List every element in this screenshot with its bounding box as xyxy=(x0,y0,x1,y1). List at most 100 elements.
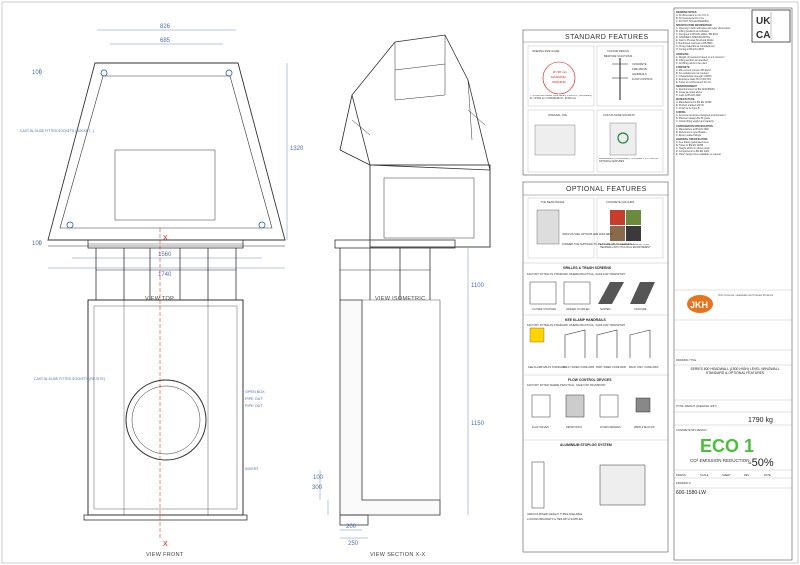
notes-line: C. Epoxy coated fixings xyxy=(676,133,701,137)
flow-item-0: FLAP VALVES xyxy=(532,425,549,429)
optional-features-panel xyxy=(522,181,669,553)
front-note-pipe-out: PIPE OUT xyxy=(245,397,263,401)
section-dim-1150: 1150 xyxy=(471,421,485,427)
flow-title: FLOW CONTROL DEVICES xyxy=(568,378,612,382)
notes-line: B. Lifting anchors as specified xyxy=(676,58,708,62)
eco-value: ECO 1 xyxy=(700,436,754,456)
drawing-title: SERIES 600 HEADWALL (1500 HIGH) LEVEL WI… xyxy=(690,367,780,375)
notes-line: A. Kee Klamp galvanised steel xyxy=(676,140,709,144)
address-fo: JKH Concrete, Headwalls and Precast Prod… xyxy=(718,294,774,297)
notes-line: C. DO NOT SCALE DRAWING xyxy=(676,20,709,24)
colours-note: ON COLOURS AVAILABLE TO BLEND YOUR HEADW… xyxy=(600,244,651,249)
optional-features-title: OPTIONAL FEATURES xyxy=(566,186,647,193)
front-x-top: X xyxy=(163,235,168,242)
stoplog-title: ALUMINIUM STOPLOG SYSTEM xyxy=(560,443,612,447)
grilles-item-0: CLOSED COUPLED xyxy=(532,307,556,311)
view-isometric xyxy=(339,34,491,248)
opening-size-title: OPENING SIZE GUIDE xyxy=(532,49,560,53)
notes-line: C. Laps to BS EN 1992 xyxy=(676,93,701,97)
drawing-title-label: DRAWING TITLE xyxy=(676,358,696,362)
section-dim-250: 250 xyxy=(348,541,359,547)
notes-line: B. Product marked with ID xyxy=(676,104,704,108)
custom-item-1: SIZE ABOVE xyxy=(632,67,648,71)
notes-section-title: MANUFACTURE xyxy=(676,98,695,102)
notes-line: C. Designed to BS EN 14991 / BS 8110 xyxy=(676,33,718,37)
colours-title: CONCRETE COLOURS xyxy=(606,200,634,204)
grilles-title: GRILLES & TRASH SCREENS xyxy=(563,266,612,270)
front-note-pipe-out-2: PIPE OUT xyxy=(245,404,263,408)
view-top-caption: VIEW TOP xyxy=(145,296,174,302)
drawing-number: 600-1580-LW xyxy=(676,490,706,496)
notes-line: A. Concrete structures designed to Euroc… xyxy=(676,114,726,118)
view-section xyxy=(334,239,456,526)
notes-line: E. Cover to reinforcement 40 mm xyxy=(676,80,712,84)
flow-item-3: WEIR & BLOCKS xyxy=(634,425,655,429)
notes-line: H. Curing to BS EN 13670 xyxy=(676,48,704,52)
front-note-open-box: OPEN BOX xyxy=(245,390,265,394)
eco-label: CONCRETE MIX DESIGN xyxy=(676,428,707,432)
view-top xyxy=(47,62,286,247)
notes-line: B. All measurements to be ... xyxy=(676,17,707,21)
notes-line: C. Check lifting weight and capacity xyxy=(676,120,714,124)
custom-design-sub: BESPOKE SOLUTIONS ... xyxy=(604,54,635,58)
custom-design-title: CUSTOM DESIGN xyxy=(607,49,629,53)
colours-note-fo: ON COLOURS AVAILABLE TO BLEND YOUR HEADW… xyxy=(600,244,651,249)
ukca-mark-bottom: CA xyxy=(756,30,770,41)
section-dim-300: 300 xyxy=(312,485,323,491)
opening-line-2: MAXIMUM xyxy=(551,75,566,79)
co2-label: CO² EMISSION REDUCTION xyxy=(690,458,750,463)
notes-line: B. Cover as noted above xyxy=(676,90,703,94)
custom-item-3: FLOW CONTROL xyxy=(632,77,653,81)
handrail-title: KEE KLAMP HANDRAILS xyxy=(565,318,607,322)
flow-sub: FACTORY FITTED WHERE PRACTICAL, SAFE FOR… xyxy=(527,383,606,387)
view-top-dimensions xyxy=(39,29,288,269)
notes-section-title: CARBONATION SPECIFICATION xyxy=(676,124,713,128)
cast-sockets-title: CAST-IN-SLIDE SOCKETS xyxy=(603,113,635,117)
notes-line: A. Manufactured to BS EN 13369 xyxy=(676,101,712,105)
cast-note-fo: AVAILABLE IN (STANDARD) TO ACCEPT FITTIN… xyxy=(599,158,658,163)
top-socket-note: CAST-IN-SLIDE FITTED SOCKETS (SOCKET...) xyxy=(20,129,94,133)
grilles-item-1: HINGED COUPLED xyxy=(566,307,589,311)
date-label: DATE xyxy=(764,473,771,477)
notes-line: B. Minimum design life 50 years xyxy=(676,117,710,121)
company-address: JKH Concrete, Headwalls and Precast Prod… xyxy=(718,294,774,297)
grilles-item-3: CASCADE xyxy=(634,307,647,311)
front-note-sockets: CAST-IN-SLIDE FITTED SOCKETS (RE-SITE) xyxy=(34,377,105,381)
flow-item-1: PENSTOCKS xyxy=(566,425,582,429)
top-dim-685: 685 xyxy=(160,38,171,44)
top-dim-1740: 1740 xyxy=(158,272,172,278)
sheet-label: SHEET xyxy=(722,473,731,477)
grilles-sub: FACTORY FITTED AS STANDARD, WHERE PRACTI… xyxy=(527,272,626,276)
notes-line: F. Reinforced concrete to BS 8500 xyxy=(676,42,713,46)
integral-toe-title: INTEGRAL TOE xyxy=(548,113,567,117)
notes-line: D. Components to BS EN 1461 xyxy=(676,149,710,153)
notes-line: A. Manufacture to BS EN 1992 xyxy=(676,127,709,131)
top-dim-100b: 100 xyxy=(32,241,43,247)
ukca-mark-top: UK xyxy=(756,16,771,27)
grilles-item-2: SLOPED xyxy=(600,307,611,311)
title-block xyxy=(673,7,793,561)
section-dimensions xyxy=(319,248,469,539)
section-dim-100: 100 xyxy=(313,475,324,481)
notes-section-title: CURING xyxy=(676,111,686,115)
notes-line: A. Opening in both wall sizes and outer … xyxy=(676,27,731,31)
notes-line: D. HANDRAIL SPECIFICATION ... xyxy=(676,36,713,40)
notes-section-title: SPECIFICATION INFORMATION xyxy=(676,24,712,28)
view-section-caption: VIEW SECTION X-X xyxy=(370,552,426,558)
drawing-no-label: DRAWING # xyxy=(676,481,691,485)
notes-line: B. Lifting positions as indicated xyxy=(676,30,709,34)
scale-label: SCALE xyxy=(700,473,709,477)
opening-note: TYPICAL MAXIMUM PIPE SIZES: PLASTIC (TWI… xyxy=(530,95,592,100)
view-front-caption: VIEW FRONT xyxy=(146,552,184,558)
notes-line: A. Weight of precast is based on 2.4 ton… xyxy=(676,55,725,59)
notes-section-title: DRAWING NOTES xyxy=(676,11,697,15)
stoplog-item-1: LOCKING BRACKETS & TIES WITH SUPPLIES xyxy=(527,517,583,521)
notes-line: A. Min cement content 325 kg/m³ xyxy=(676,68,712,72)
co2-value: -50% xyxy=(748,457,774,469)
drawn-label: DRAWN xyxy=(676,473,686,477)
standard-features-panel xyxy=(522,29,669,176)
toe-item-0: VARIOUS SIZE OPTIONS ARE AVAILABLE xyxy=(562,232,613,236)
